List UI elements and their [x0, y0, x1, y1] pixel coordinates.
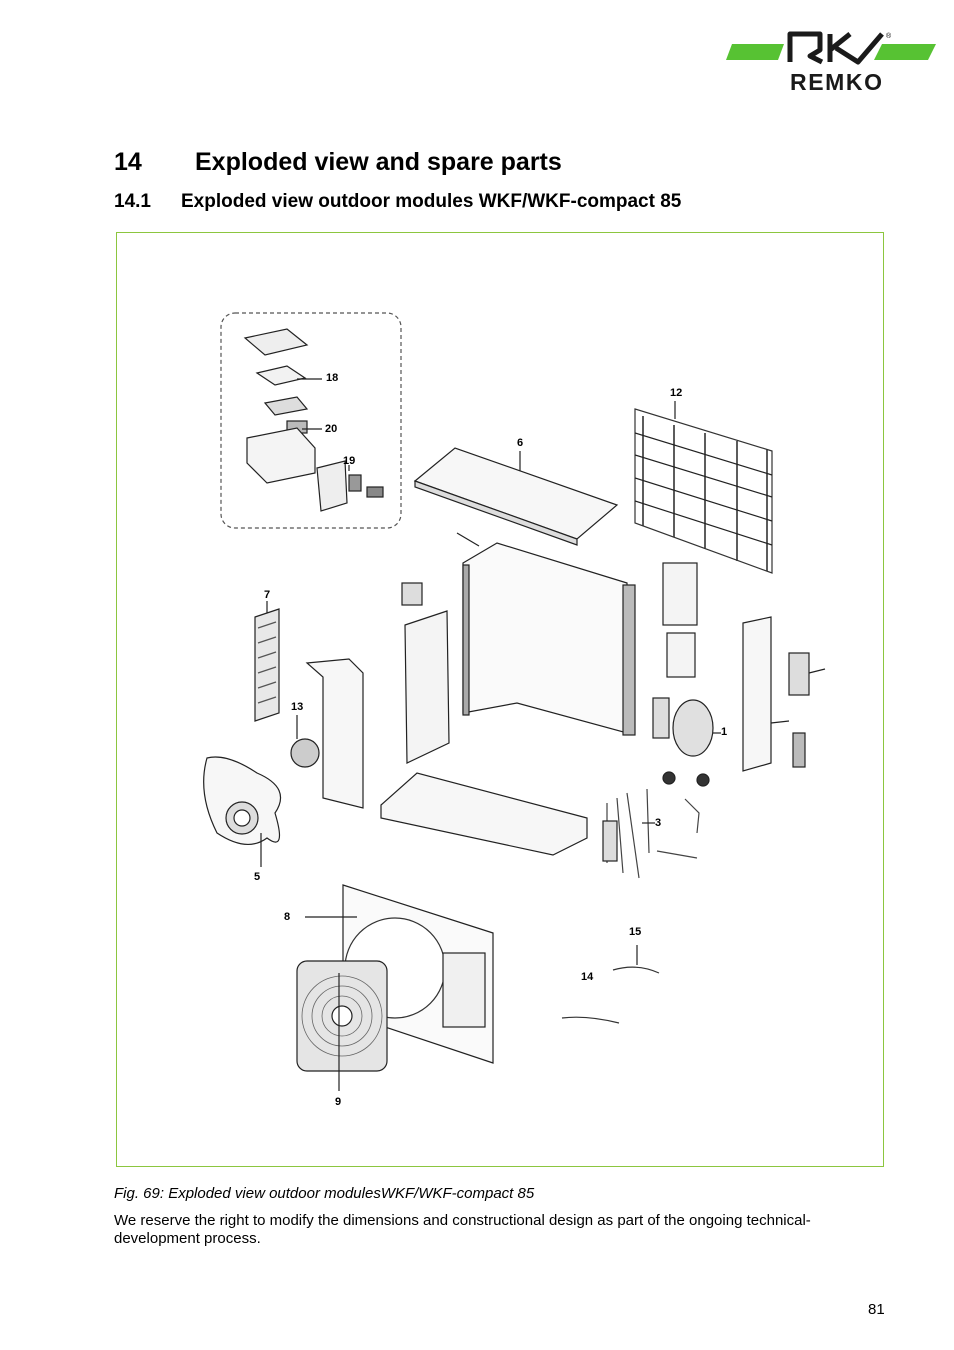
callout-9: 9: [335, 1096, 342, 1108]
callout-14: 14: [581, 971, 594, 983]
logo-wordmark: REMKO: [790, 69, 882, 94]
exploded-view-figure: 18 20 19 12 6 7 13 1 3 5 8 15 14 9: [116, 232, 884, 1167]
section-number: 14: [114, 148, 142, 176]
callout-18: 18: [326, 372, 339, 384]
callout-5: 5: [254, 871, 261, 883]
callout-1: 1: [721, 726, 728, 738]
disclaimer-note: We reserve the right to modify the dimen…: [114, 1212, 811, 1247]
callout-13: 13: [291, 701, 304, 713]
callout-12: 12: [670, 387, 683, 399]
callout-19: 19: [343, 455, 356, 467]
callout-3: 3: [655, 817, 662, 829]
callout-6: 6: [517, 437, 524, 449]
callout-8: 8: [284, 911, 291, 923]
callout-15: 15: [629, 926, 642, 938]
page-number: 81: [868, 1301, 885, 1318]
exploded-view-drawing: [203, 312, 826, 1091]
figure-caption: Fig. 69: Exploded view outdoor modulesWK…: [114, 1185, 535, 1202]
callout-20: 20: [325, 423, 338, 435]
subsection-number: 14.1: [114, 191, 151, 212]
subsection-title: Exploded view outdoor modules WKF/WKF-co…: [181, 191, 682, 212]
svg-text:®: ®: [886, 32, 892, 40]
remko-logo: ® REMKO: [722, 28, 938, 95]
callout-7: 7: [264, 589, 271, 601]
section-title: Exploded view and spare parts: [195, 148, 562, 176]
